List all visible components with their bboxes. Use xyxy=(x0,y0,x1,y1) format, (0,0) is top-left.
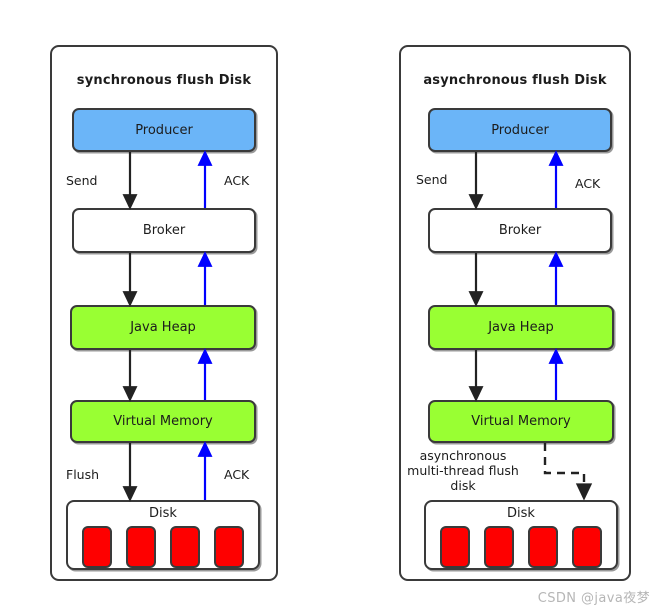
disk-cell xyxy=(440,526,470,568)
edge-label-flush-sync: Flush xyxy=(66,467,100,482)
node-java-heap-sync[interactable]: Java Heap xyxy=(70,305,256,350)
disk-cell xyxy=(528,526,558,568)
node-label: Producer xyxy=(135,122,193,138)
node-label: Broker xyxy=(498,223,542,238)
node-producer-sync[interactable]: Producer xyxy=(72,108,256,152)
node-label: Virtual Memory xyxy=(113,414,213,429)
node-broker-async[interactable]: Broker xyxy=(428,208,612,253)
disk-cell xyxy=(572,526,602,568)
edge-label-ack-bottom-sync: ACK xyxy=(224,467,250,482)
disk-cell xyxy=(126,526,156,568)
node-virtual-memory-async[interactable]: Virtual Memory xyxy=(428,400,614,443)
disk-cell xyxy=(170,526,200,568)
disk-label: Disk xyxy=(149,506,177,521)
node-label: Broker xyxy=(142,223,186,238)
node-disk-sync[interactable]: Disk xyxy=(66,500,260,570)
node-label: Java Heap xyxy=(130,320,196,335)
disk-cell xyxy=(214,526,244,568)
node-label: Virtual Memory xyxy=(471,414,571,429)
node-producer-async[interactable]: Producer xyxy=(428,108,612,152)
node-java-heap-async[interactable]: Java Heap xyxy=(428,305,614,350)
edge-label-async-flush-disk: asynchronous multi-thread flush disk xyxy=(407,448,519,493)
disk-cell xyxy=(484,526,514,568)
edge-label-send-async: Send xyxy=(416,172,448,187)
node-virtual-memory-sync[interactable]: Virtual Memory xyxy=(70,400,256,443)
edge-label-ack-top-sync: ACK xyxy=(224,173,250,188)
watermark-csdn: CSDN @java夜梦 xyxy=(537,591,650,606)
node-label: Java Heap xyxy=(488,320,554,335)
node-label: Producer xyxy=(491,122,549,138)
disk-cells-sync xyxy=(68,525,258,569)
edge-label-ack-top-async: ACK xyxy=(575,176,601,191)
disk-cell xyxy=(82,526,112,568)
disk-label: Disk xyxy=(507,506,535,521)
disk-cells-async xyxy=(426,525,616,569)
panel-title-asynchronous: asynchronous flush Disk xyxy=(423,73,607,88)
edge-label-send-sync: Send xyxy=(66,173,98,188)
panel-title-synchronous: synchronous flush Disk xyxy=(76,73,252,88)
node-broker-sync[interactable]: Broker xyxy=(72,208,256,253)
node-disk-async[interactable]: Disk xyxy=(424,500,618,570)
